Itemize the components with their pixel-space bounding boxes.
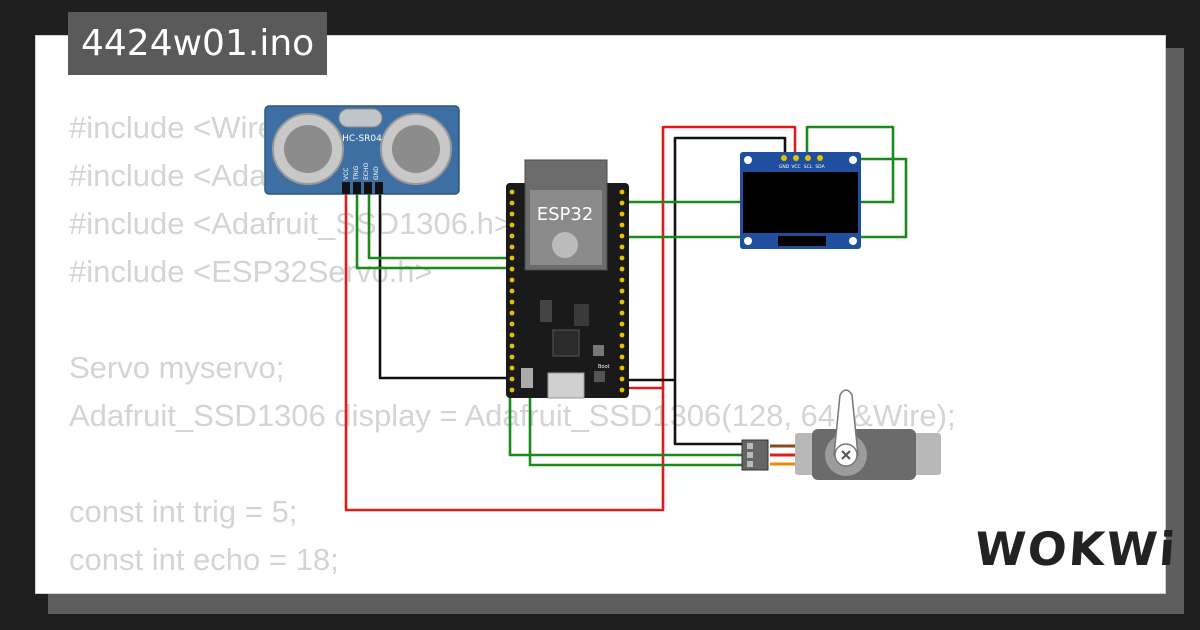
sensor-label: HC-SR04 <box>342 134 382 144</box>
servo-motor[interactable] <box>741 389 941 480</box>
sensor-pin-label: TRIG <box>353 165 360 181</box>
wire-green-servo-signal-2[interactable] <box>528 368 745 467</box>
code-line: #include <Adafruit_SSD1306.h> <box>69 206 512 241</box>
ultrasonic-sensor[interactable]: HC-SR04 VCC TRIG ECHO GND <box>264 105 460 195</box>
code-line: const int echo = 18; <box>69 542 339 577</box>
header-pins <box>509 189 625 393</box>
code-line: const int trig = 5; <box>69 494 298 529</box>
code-line: #include <ESP32Servo.h> <box>69 254 433 289</box>
boot-button[interactable] <box>594 371 605 382</box>
sensor-pin-label: GND <box>373 166 380 180</box>
oled-pin-label: SDA <box>815 164 825 170</box>
wokwi-logo: WOKWi <box>973 522 1179 576</box>
boot-label: Boot <box>598 364 610 370</box>
sensor-pin-label: ECHO <box>363 163 370 180</box>
esp32-label: ESP32 <box>537 204 594 225</box>
wire-black-sensor-gnd[interactable] <box>378 190 513 380</box>
wire-black-oled-gnd[interactable] <box>622 136 787 382</box>
usb-port <box>547 372 585 399</box>
oled-pin-label: GND <box>779 164 790 170</box>
oled-display[interactable]: GND VCC SCL SDA <box>740 152 861 249</box>
oled-pin-label: VCC <box>791 164 800 170</box>
wire-black-servo-gnd[interactable] <box>673 380 745 446</box>
code-line: long duration <box>69 584 956 593</box>
code-line: Servo myservo; <box>69 350 285 385</box>
oled-pin-label: SCL <box>804 164 813 170</box>
wire-red-sensor-vcc[interactable] <box>344 125 797 512</box>
oled-screen <box>743 172 858 233</box>
servo-horn[interactable] <box>833 389 859 456</box>
sensor-pin-label: VCC <box>343 168 350 180</box>
esp32-board[interactable]: ESP32 Boot <box>506 159 629 399</box>
project-title: 4424w01.ino <box>68 12 328 75</box>
code-line: Adafruit_SSD1306 display = Adafruit_SSD1… <box>69 398 956 433</box>
